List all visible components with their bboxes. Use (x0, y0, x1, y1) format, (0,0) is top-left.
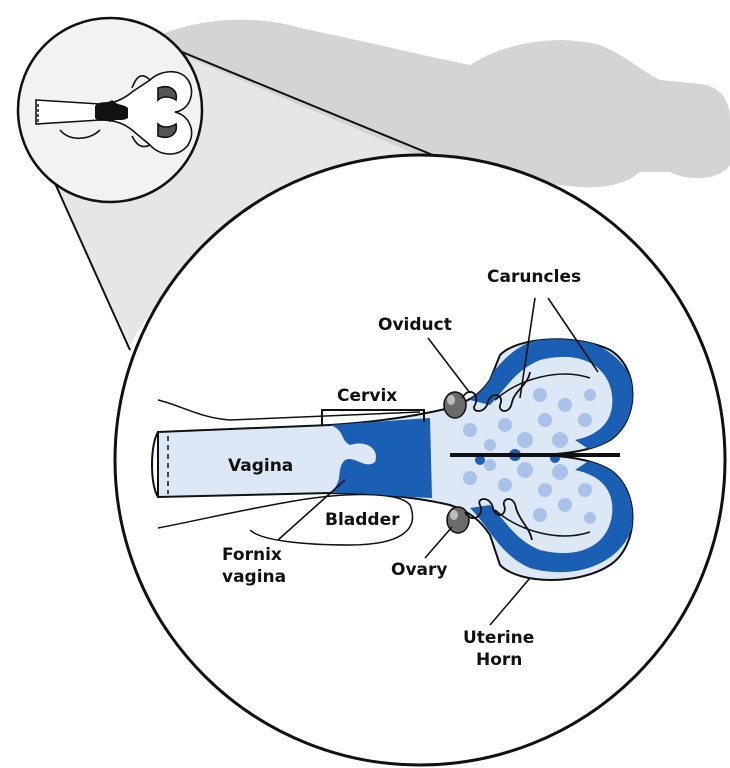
cervix-label: Cervix (337, 386, 397, 406)
bladder-label: Bladder (325, 510, 400, 530)
vagina-label: Vagina (228, 456, 293, 476)
inset-circle (18, 18, 202, 202)
caruncles-label: Caruncles (487, 267, 581, 287)
ovary-label: Ovary (391, 560, 447, 580)
uterine-horn-label-line1: Uterine (463, 628, 534, 648)
fornix-label-line1: Fornix (222, 545, 282, 565)
fornix-label-line2: vagina (222, 567, 286, 587)
uterine-horn-label-line2: Horn (476, 650, 522, 670)
oviduct-label: Oviduct (378, 315, 452, 335)
